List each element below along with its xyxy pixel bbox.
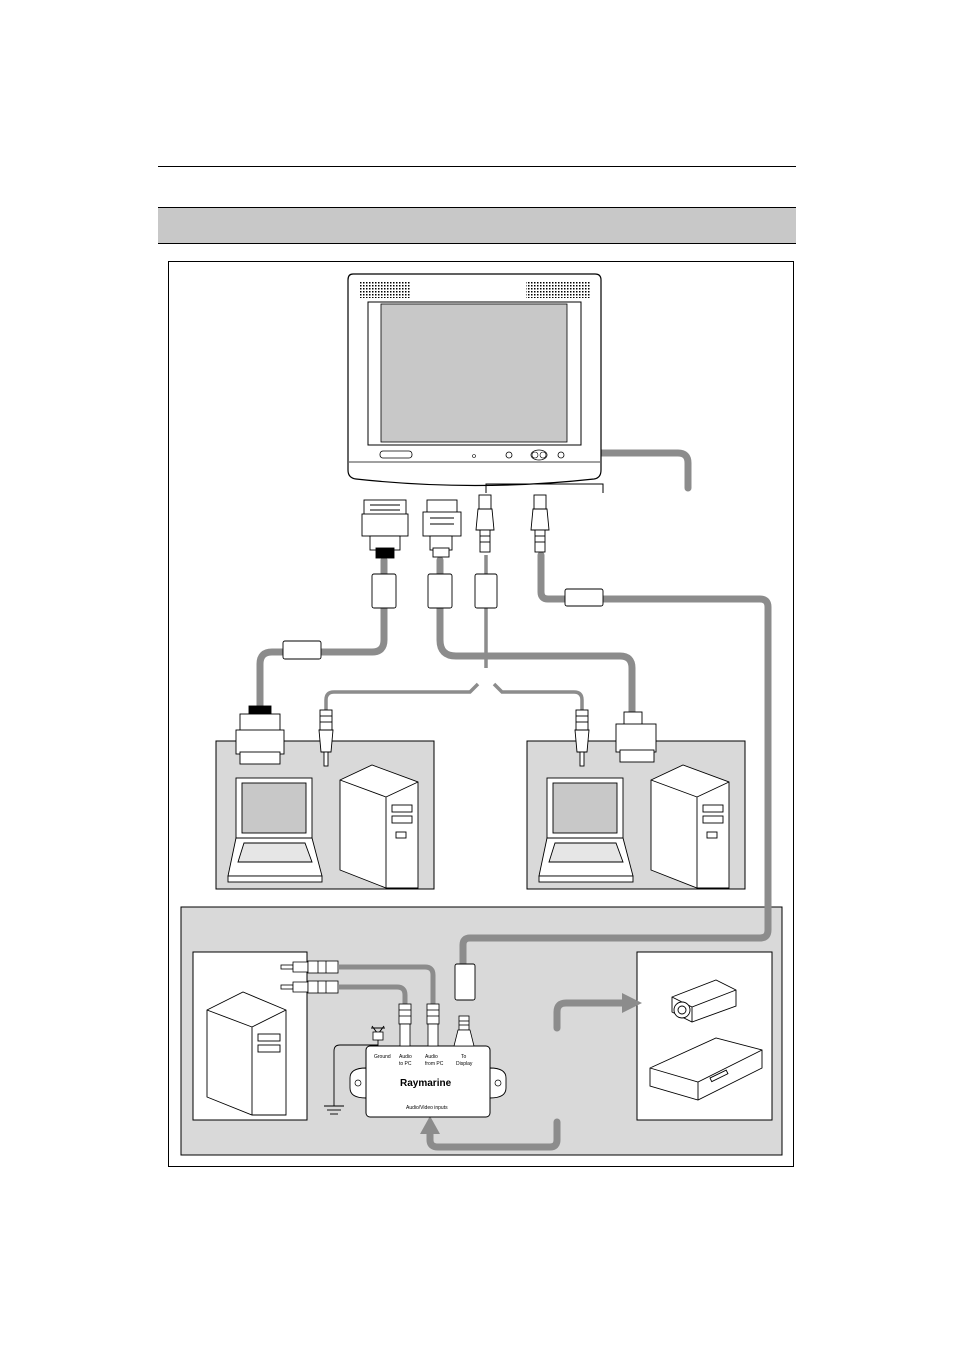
audio-jack-icon [427, 1004, 439, 1046]
ferrite-core-icon [283, 641, 321, 659]
laptop-icon [539, 778, 633, 882]
to-display-label-2: Display [456, 1061, 473, 1067]
display-monitor-icon [348, 274, 601, 486]
audio-from-pc-label-2: from PC [425, 1061, 444, 1067]
av-interface-box: Ground Audio to PC Audio from PC To Disp… [350, 1046, 506, 1117]
display-screen [381, 304, 567, 442]
audio-to-pc-label-2: to PC [399, 1061, 412, 1067]
ferrite-core-icon [565, 589, 603, 606]
brand-logo: Raymarine [400, 1078, 452, 1089]
ferrite-core-icon [372, 574, 396, 608]
audio-jack-icon [399, 1004, 411, 1046]
ferrite-core-icon [428, 574, 452, 608]
ferrite-core-icon [475, 574, 497, 608]
audio-to-pc-label-1: Audio [399, 1054, 412, 1060]
to-display-label-1: To [461, 1054, 467, 1060]
laptop-icon [228, 778, 322, 882]
ferrite-core-icon [455, 964, 475, 1000]
ground-label: Ground [374, 1054, 391, 1060]
pc-tower-icon [651, 765, 729, 888]
pc-tower-icon [207, 992, 286, 1115]
pc-tower-icon [340, 765, 418, 888]
av-inputs-caption: Audio/Video inputs [406, 1105, 448, 1111]
dvi-connector-icon [236, 706, 284, 764]
audio-from-pc-label-1: Audio [425, 1054, 438, 1060]
